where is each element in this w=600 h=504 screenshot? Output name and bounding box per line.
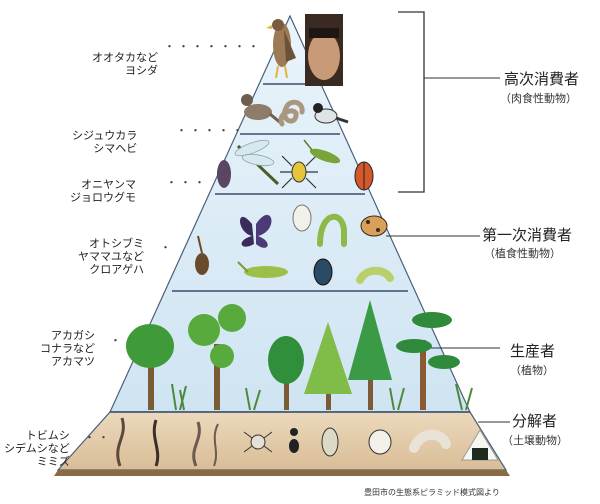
person-face-icon xyxy=(305,14,343,86)
tier-producer: 生産者 xyxy=(510,342,556,360)
dragonfly-icon xyxy=(234,139,280,186)
tree-fir-icon xyxy=(304,322,352,410)
examples-tertiary-text: オニヤンマ ジョロウグモ xyxy=(70,178,136,204)
ground-beetle-icon xyxy=(313,258,333,286)
snake-icon xyxy=(278,99,305,127)
cocoon-icon xyxy=(292,204,312,232)
ladybug-icon xyxy=(360,215,388,237)
tree-shrub-icon xyxy=(268,336,304,410)
examples-secondary-text: シジュウカラ シマヘビ xyxy=(72,129,138,155)
mite-icon xyxy=(243,431,273,453)
examples-decomposer: トビムシ シデムシなど ミミズ xyxy=(4,416,70,468)
dots-primary: ・ xyxy=(160,241,174,254)
beetle-icon xyxy=(354,161,374,191)
tit-bird-icon xyxy=(313,103,349,124)
tier-primary-consumer-sub: （植食性動物） xyxy=(484,247,561,260)
rice-ball-icon xyxy=(461,429,499,461)
examples-primary: オトシブミ ヤママユなど クロアゲハ xyxy=(78,224,144,276)
tree-pine-icon xyxy=(396,312,460,410)
tier-producer-sub: （植物） xyxy=(510,364,554,377)
springtail-icon xyxy=(321,427,339,457)
dots-tertiary: ・・・ xyxy=(166,176,208,189)
tier-high-consumer: 高次消費者 xyxy=(504,70,580,88)
examples-decomposer-text: トビムシ シデムシなど ミミズ xyxy=(4,429,70,468)
dots-producer: ・ xyxy=(110,334,124,347)
bird-icon xyxy=(241,94,283,126)
butterfly-icon xyxy=(240,214,272,248)
ant-icon xyxy=(289,428,299,453)
larva-icon xyxy=(409,429,451,453)
dots-decomposer: ・・ xyxy=(84,431,112,444)
tier-decomposer-sub: （土壌動物） xyxy=(502,434,568,447)
cockroach-icon xyxy=(217,160,231,188)
examples-producer-text: アカガシ コナラなど アカマツ xyxy=(40,329,95,368)
weevil-icon xyxy=(195,235,209,275)
pyramid-base xyxy=(54,470,510,476)
examples-primary-text: オトシブミ ヤママユなど クロアゲハ xyxy=(78,237,144,276)
grasshopper-icon xyxy=(303,139,341,164)
tree-cedar-icon xyxy=(348,300,392,410)
examples-secondary: シジュウカラ シマヘビ xyxy=(72,116,137,155)
grass-icon xyxy=(171,383,473,411)
earthworm-icon xyxy=(116,417,219,467)
tier-decomposer: 分解者 xyxy=(512,412,558,430)
inchworm-icon xyxy=(317,213,347,247)
hawk-icon xyxy=(266,19,296,79)
dots-apex: ・・・・・・・ xyxy=(164,40,262,53)
locust-icon xyxy=(237,261,288,278)
tree-oak-icon xyxy=(188,304,246,410)
bracket-high-consumers xyxy=(398,11,425,193)
examples-tertiary: オニヤンマ ジョロウグモ xyxy=(70,165,136,204)
source-credit: 豊田市の生態系ピラミッド模式図より xyxy=(364,488,500,497)
caterpillar-icon xyxy=(356,266,394,284)
examples-producer: アカガシ コナラなど アカマツ xyxy=(40,316,95,368)
tree-broadleaf-icon xyxy=(126,324,174,410)
spider-icon xyxy=(280,155,318,189)
examples-apex-text: オオタカなど ヨシダ xyxy=(92,51,158,77)
tier-high-consumer-sub: （肉食性動物） xyxy=(500,92,577,105)
dots-secondary: ・・・・・ xyxy=(176,124,246,137)
pillbug-icon xyxy=(368,429,392,455)
tier-primary-consumer: 第一次消費者 xyxy=(482,226,573,244)
examples-apex: オオタカなど ヨシダ xyxy=(92,38,158,77)
